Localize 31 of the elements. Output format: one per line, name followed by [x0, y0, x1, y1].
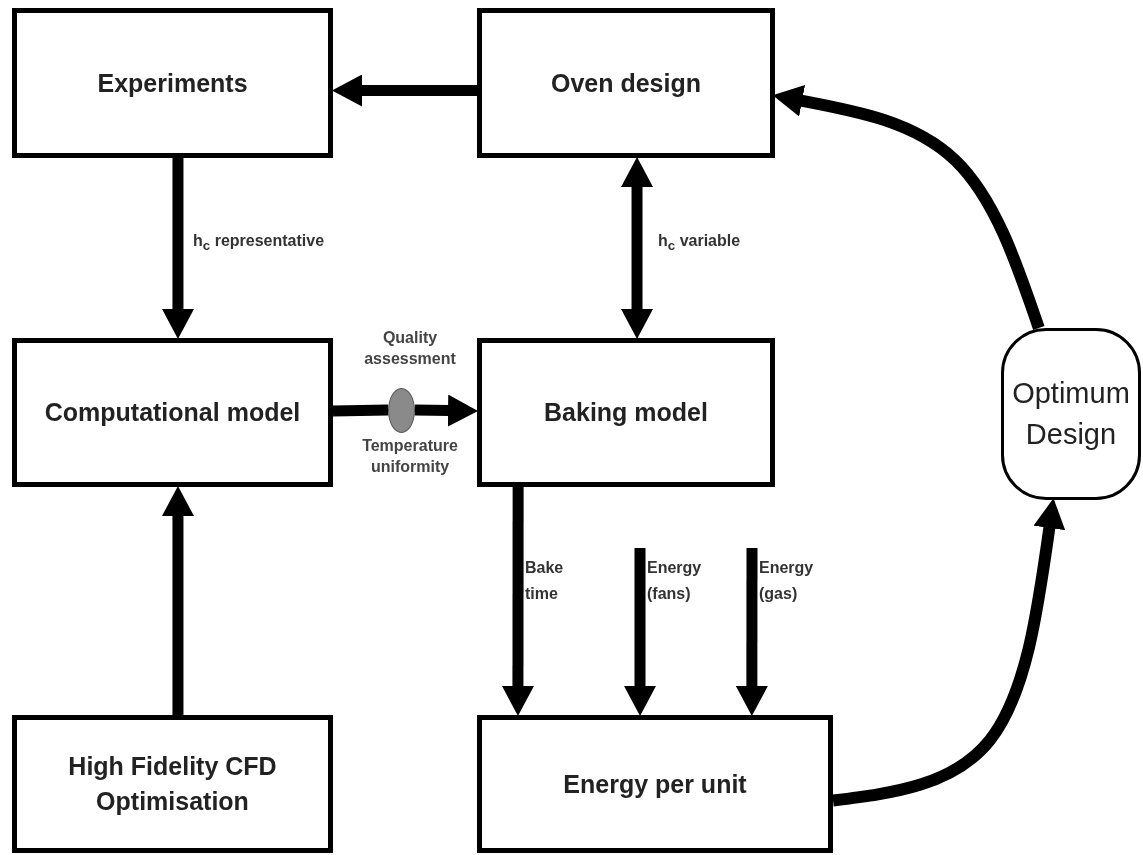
- edge-label: h$_{c}$ variable: [658, 231, 741, 256]
- node-label: Oven design: [550, 67, 701, 99]
- process-box: [1001, 328, 1141, 500]
- arrow: [332, 74, 477, 107]
- process-box: [477, 8, 775, 158]
- node-label: Optimum Design: [1011, 376, 1131, 452]
- edge-label: h$_{c}$ representative: [193, 231, 325, 256]
- arrow: [624, 548, 657, 716]
- arrow: [501, 487, 534, 716]
- node-label: High Fidelity CFD Optimisation: [67, 751, 278, 817]
- node-label: Energy per unit: [563, 768, 747, 800]
- arrow: [161, 158, 194, 339]
- node-caption: Quality assessment: [363, 328, 457, 369]
- arrow: [621, 157, 654, 339]
- node-caption: Temperature uniformity: [361, 436, 459, 477]
- process-box: [12, 8, 333, 158]
- process-box: [477, 715, 833, 853]
- arrow: [735, 548, 768, 716]
- node-label: Computational model: [44, 397, 301, 428]
- arrow: [414, 394, 478, 427]
- circle-node: [388, 388, 415, 433]
- process-box: [477, 338, 775, 487]
- edge-label: Bake time: [525, 558, 565, 604]
- edge-label: Energy (gas): [759, 558, 815, 604]
- process-box: [12, 338, 333, 487]
- node-label: Experiments: [97, 67, 248, 99]
- node-label: Baking model: [544, 397, 708, 428]
- process-box: [12, 715, 333, 853]
- arrow: [161, 486, 194, 715]
- arrow: [832, 498, 1066, 807]
- edge-label: Energy (fans): [647, 558, 703, 604]
